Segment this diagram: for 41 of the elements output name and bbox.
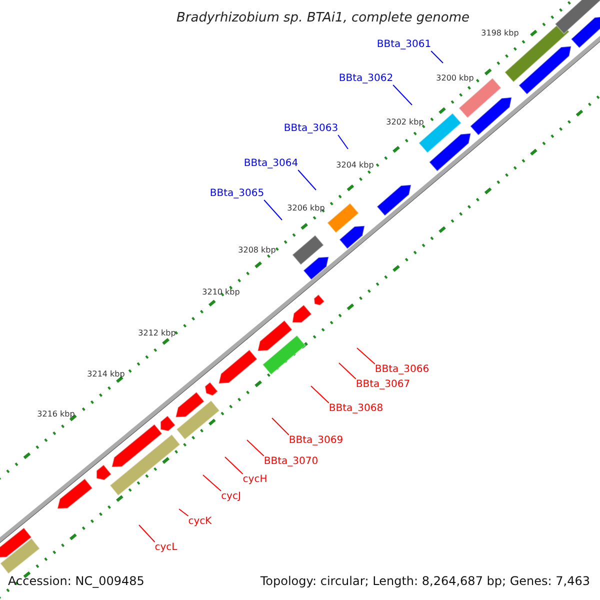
leader-line: [178, 508, 189, 516]
gene-label: BBta_3065: [210, 188, 264, 200]
leader-line: [430, 50, 444, 64]
gene-label: cycK: [188, 516, 212, 528]
leader-line: [338, 362, 356, 380]
leader-line: [264, 200, 282, 220]
gene-label: cycJ: [221, 491, 241, 503]
leader-line: [392, 84, 412, 106]
scale-label: 3202 kbp: [386, 118, 424, 126]
map-title: Bradyrhizobium sp. BTAi1, complete genome: [176, 10, 470, 26]
gene-label: BBta_3068: [328, 403, 384, 415]
scale-label: 3200 kbp: [436, 74, 474, 82]
scale-label: 3216 kbp: [37, 410, 75, 418]
leader-line: [224, 456, 244, 474]
gene-label: BBta_3064: [244, 158, 298, 170]
leader-line: [338, 134, 348, 150]
scale-label: 3208 kbp: [238, 246, 276, 254]
gene-label: BBta_3067: [356, 379, 410, 391]
scale-label: 3214 kbp: [87, 370, 125, 378]
leader-line: [246, 440, 264, 456]
leader-line: [356, 348, 376, 364]
scale-label: 3210 kbp: [202, 288, 240, 296]
gene-label: BBta_3066: [374, 364, 430, 376]
scale-label: 3204 kbp: [336, 160, 374, 170]
scale-label: 3206 kbp: [287, 204, 325, 212]
leader-line: [138, 524, 156, 542]
scale-label: 3198 kbp: [481, 28, 519, 38]
leader-line: [202, 474, 222, 492]
gene-label: cycH: [242, 474, 268, 486]
gene-label: BBta_3061: [376, 39, 432, 51]
gene-label: BBta_3063: [284, 123, 338, 135]
leader-line: [298, 170, 316, 190]
gene-label: BBta_3069: [288, 435, 344, 447]
gene-label: cycL: [154, 542, 178, 554]
gene-label: BBta_3062: [338, 73, 394, 85]
leader-line: [310, 386, 330, 404]
gene-label: BBta_3070: [264, 456, 318, 468]
genome-info-text: Topology: circular; Length: 8,264,687 bp; Genes: 7,463: [260, 574, 590, 588]
accession-text: Accession: NC_009485: [8, 574, 144, 588]
scale-label: 3212 kbp: [138, 328, 176, 338]
leader-line: [272, 418, 290, 436]
